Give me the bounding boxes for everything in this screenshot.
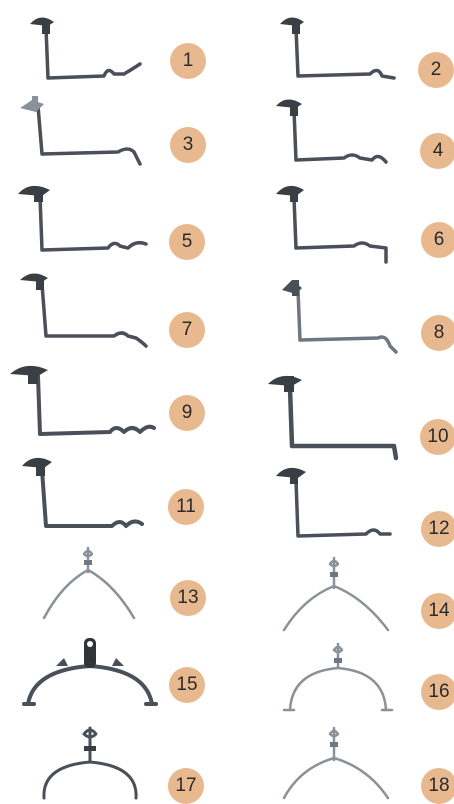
- item-number-badge: 2: [418, 52, 454, 88]
- wishbone-hanger-icon: [282, 726, 390, 800]
- l-shaped-hook-icon: [30, 17, 142, 80]
- item-number-badge: 15: [169, 667, 205, 703]
- arch-hanger-icon: [22, 638, 158, 706]
- item-number-badge: 10: [420, 419, 454, 455]
- item-number-badge: 5: [169, 224, 205, 260]
- l-shaped-hook-icon: [20, 273, 148, 348]
- l-shaped-hook-icon: [276, 185, 388, 264]
- item-number-badge: 7: [169, 312, 205, 348]
- arch-hanger-icon: [282, 642, 394, 712]
- l-shaped-hook-icon: [276, 99, 388, 164]
- wishbone-hanger-icon: [282, 556, 390, 632]
- arch-hanger-icon: [42, 726, 138, 800]
- l-shaped-hook-icon: [10, 365, 156, 436]
- l-shaped-hook-icon: [280, 17, 396, 80]
- l-shaped-hook-icon: [22, 457, 144, 528]
- item-number-badge: 12: [421, 511, 454, 547]
- item-number-badge: 16: [421, 674, 454, 710]
- wishbone-hanger-icon: [42, 546, 136, 620]
- item-number-badge: 3: [170, 127, 206, 163]
- l-shaped-hook-icon: [268, 375, 399, 461]
- item-number-badge: 17: [168, 768, 204, 804]
- item-number-badge: 14: [421, 593, 454, 629]
- item-number-badge: 11: [168, 489, 204, 525]
- item-number-badge: 1: [170, 43, 206, 79]
- item-number-badge: 9: [169, 395, 205, 431]
- l-shaped-hook-icon: [276, 467, 392, 538]
- item-number-badge: 6: [421, 222, 454, 258]
- item-number-badge: 18: [421, 768, 454, 804]
- item-number-badge: 8: [421, 315, 454, 351]
- l-shaped-hook-icon: [282, 280, 398, 354]
- item-number-badge: 4: [420, 133, 454, 169]
- item-number-badge: 13: [170, 580, 206, 616]
- l-shaped-hook-icon: [18, 185, 148, 252]
- l-shaped-hook-icon: [20, 96, 142, 166]
